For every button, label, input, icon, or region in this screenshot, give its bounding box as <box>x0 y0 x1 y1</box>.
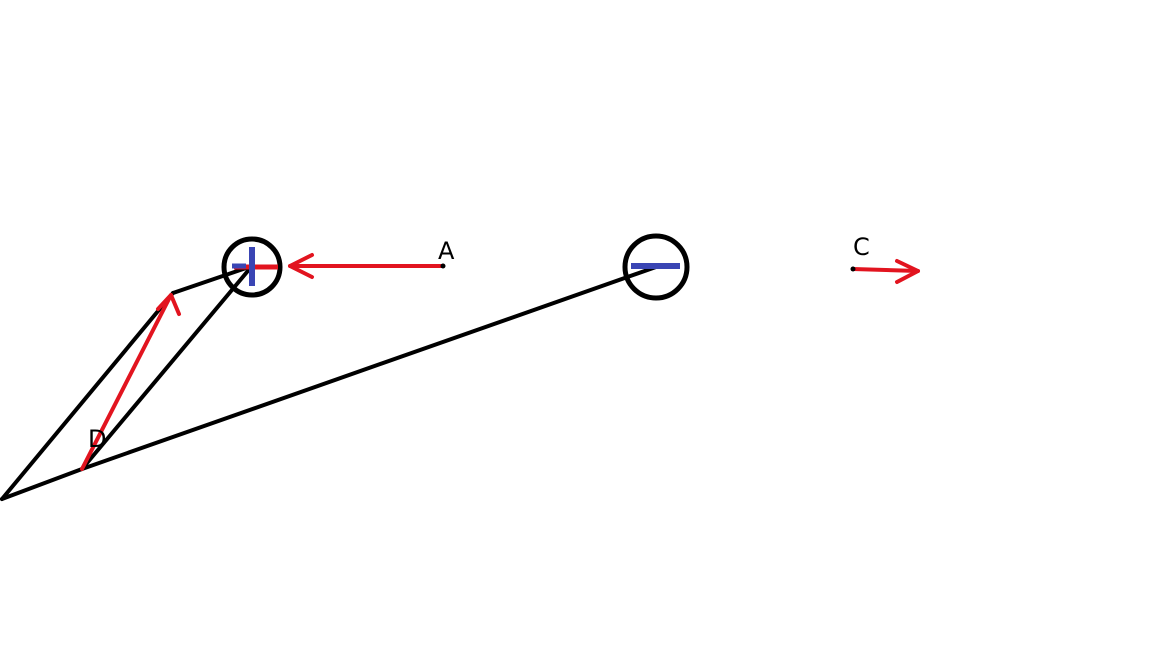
point-markers <box>440 263 856 272</box>
line-to-negative-charge <box>80 265 658 471</box>
vector-c-shaft <box>851 267 920 273</box>
positive-charge-ring <box>221 236 283 298</box>
point-c-marker <box>850 266 856 272</box>
construction-lines <box>0 264 658 501</box>
field-vectors <box>80 253 920 471</box>
parallelogram-top-side <box>171 264 254 295</box>
negative-charge-ring <box>622 233 690 301</box>
vector-d-arrowhead <box>156 293 181 316</box>
negative-charge <box>622 233 690 301</box>
field-vector-at-c <box>851 259 920 284</box>
vector-c-arrowhead <box>895 259 920 284</box>
parallelogram-right-side <box>80 264 254 471</box>
parallelogram-left-side <box>0 291 175 501</box>
point-a-label: A <box>438 237 455 265</box>
vector-d-shaft <box>80 293 173 471</box>
field-vector-at-a <box>288 253 445 279</box>
point-c-label: C <box>853 233 870 261</box>
vector-a-arrowhead <box>288 253 314 279</box>
point-d-label: D <box>88 425 106 453</box>
point-a-marker <box>440 263 446 269</box>
positive-charge <box>221 236 283 298</box>
field-vector-at-d <box>80 293 181 471</box>
parallelogram-bottom-side <box>0 467 84 501</box>
